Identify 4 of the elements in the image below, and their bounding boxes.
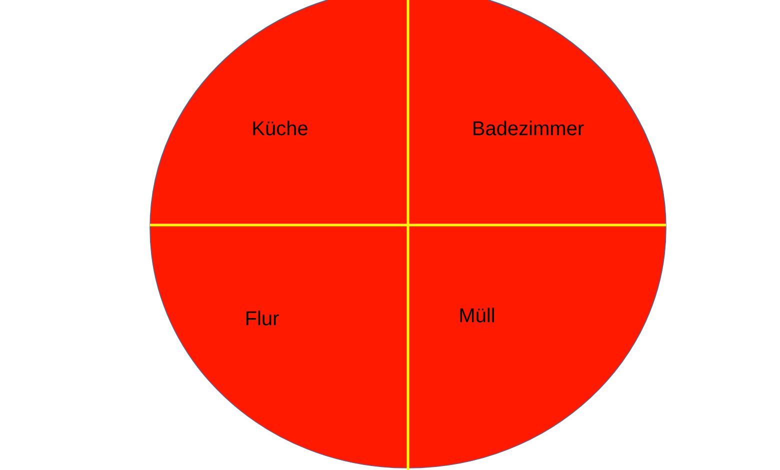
- quadrant: Küche: [150, 0, 408, 225]
- quadrant: Badezimmer: [408, 0, 666, 225]
- quadrant: Flur: [150, 225, 408, 468]
- quadrant: Müll: [408, 225, 666, 468]
